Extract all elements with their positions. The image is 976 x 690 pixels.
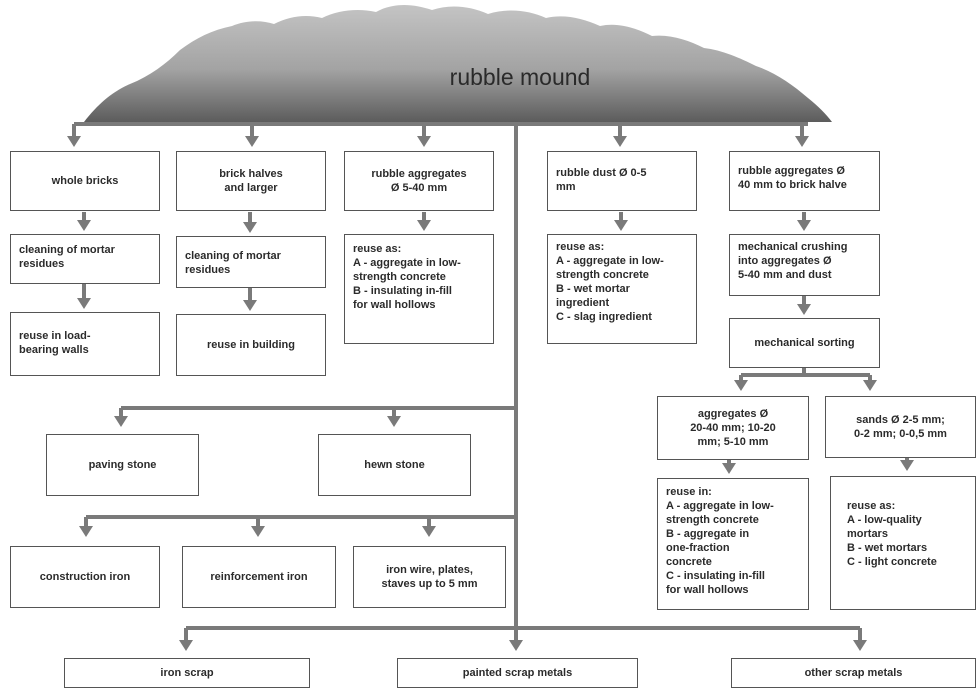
box-other-scrap-metals: other scrap metals [731,658,976,688]
box-mechanical-crushing: mechanical crushing into aggregates Ø 5-… [729,234,880,296]
box-reuse-dust: reuse as: A - aggregate in low- strength… [547,234,697,344]
box-rubble-aggregates-5-40: rubble aggregates Ø 5-40 mm [344,151,494,211]
box-rubble-aggregates-40: rubble aggregates Ø 40 mm to brick halve [729,151,880,211]
box-reuse-building: reuse in building [176,314,326,376]
box-reuse-load-bearing: reuse in load- bearing walls [10,312,160,376]
box-rubble-dust: rubble dust Ø 0-5 mm [547,151,697,211]
box-iron-wire: iron wire, plates, staves up to 5 mm [353,546,506,608]
box-mechanical-sorting: mechanical sorting [729,318,880,368]
box-hewn-stone: hewn stone [318,434,471,496]
box-reinforcement-iron: reinforcement iron [182,546,336,608]
box-reuse-aggregates-5-40: reuse as: A - aggregate in low- strength… [344,234,494,344]
rubble-mound-shape [84,5,832,122]
box-aggregates-fractions: aggregates Ø 20-40 mm; 10-20 mm; 5-10 mm [657,396,809,460]
box-paving-stone: paving stone [46,434,199,496]
box-sands: sands Ø 2-5 mm; 0-2 mm; 0-0,5 mm [825,396,976,458]
box-cleaning-mortar-1: cleaning of mortar residues [10,234,160,284]
box-painted-scrap-metals: painted scrap metals [397,658,638,688]
box-iron-scrap: iron scrap [64,658,310,688]
diagram-title: rubble mound [449,64,591,90]
box-reuse-sands: reuse as: A - low-quality mortars B - we… [830,476,976,610]
box-cleaning-mortar-2: cleaning of mortar residues [176,236,326,288]
box-construction-iron: construction iron [10,546,160,608]
box-reuse-in: reuse in: A - aggregate in low- strength… [657,478,809,610]
box-brick-halves: brick halves and larger [176,151,326,211]
box-whole-bricks: whole bricks [10,151,160,211]
